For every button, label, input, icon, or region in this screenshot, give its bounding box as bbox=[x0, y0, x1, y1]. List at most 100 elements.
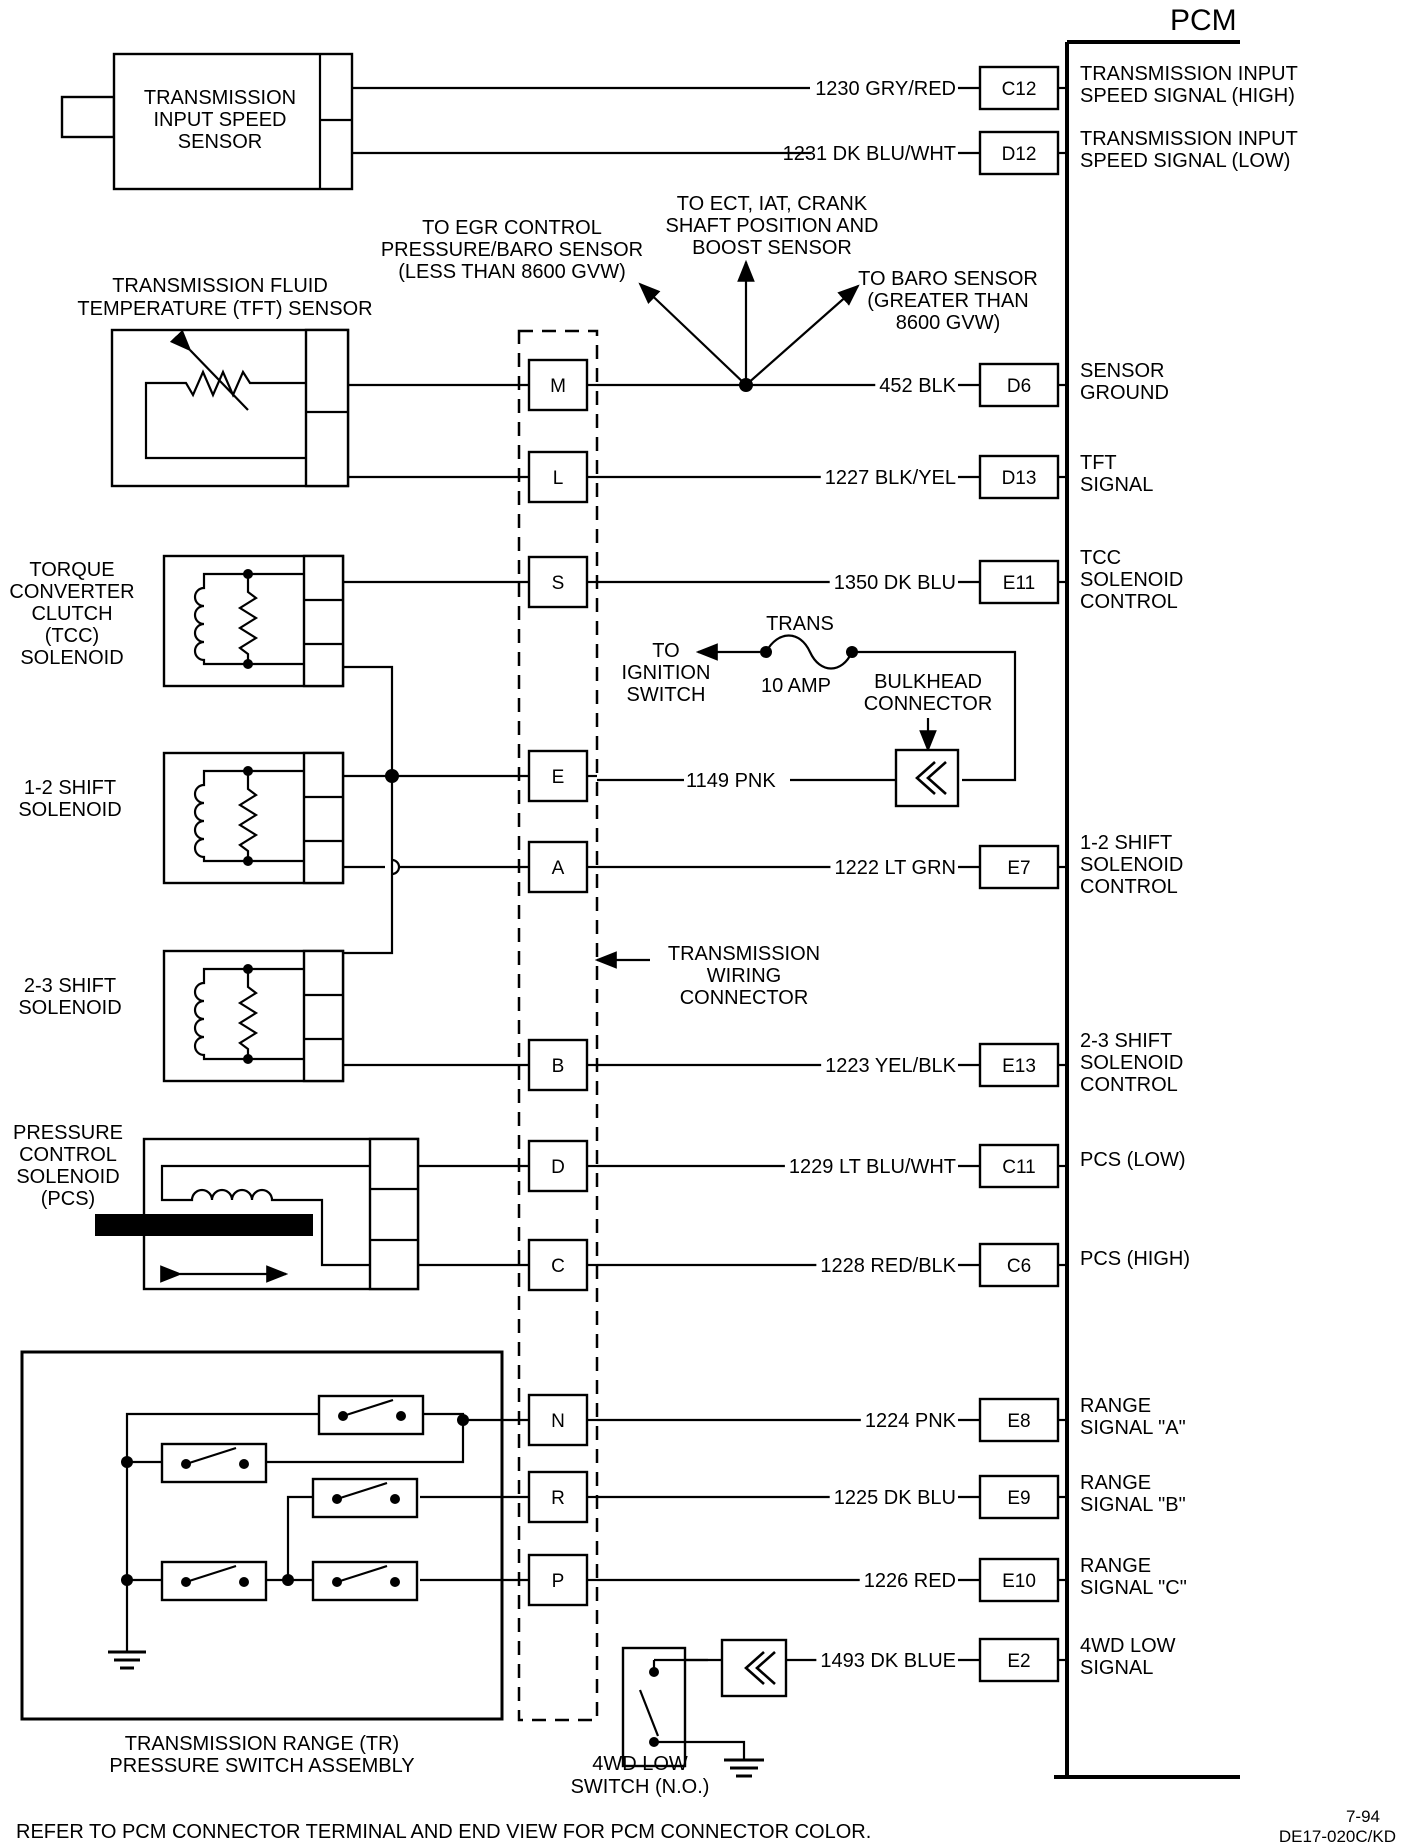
pcm-pin-label: D13 bbox=[1002, 468, 1037, 489]
shift23-label-2: SOLENOID bbox=[18, 997, 121, 1019]
pcm-pin-label: C6 bbox=[1007, 1256, 1031, 1277]
pcm-pin-label: C11 bbox=[1002, 1157, 1035, 1178]
shift-12-solenoid: 1-2 SHIFT SOLENOID bbox=[18, 777, 121, 821]
pcm-pin-label: D6 bbox=[1007, 376, 1031, 397]
footer-code: DE17-020C/KD bbox=[1279, 1827, 1396, 1846]
4wd-low-switch: 4WD LOW SWITCH (N.O.) bbox=[571, 1638, 788, 1798]
connector-pin-label: N bbox=[551, 1411, 565, 1432]
connector-label-3: CONNECTOR bbox=[680, 987, 809, 1009]
power-wire-label: 1149 PNK bbox=[686, 770, 776, 792]
pcm-circuit-desc: SPEED SIGNAL (HIGH) bbox=[1080, 85, 1295, 107]
input-speed-sensor-label-3: SENSOR bbox=[178, 131, 262, 153]
wire-label: 1350 DK BLU bbox=[834, 572, 956, 594]
tcc-label-2: CONVERTER bbox=[9, 581, 134, 603]
pcm-circuit-desc: 4WD LOW bbox=[1080, 1635, 1176, 1657]
connector-label-1: TRANSMISSION bbox=[668, 943, 820, 965]
pcm-circuit-desc: PCS (LOW) bbox=[1080, 1149, 1186, 1171]
pcm-circuit-desc: SIGNAL bbox=[1080, 1657, 1153, 1679]
shift12-label-2: SOLENOID bbox=[18, 799, 121, 821]
connector-pin: B bbox=[527, 1038, 597, 1092]
tcc-label-3: CLUTCH bbox=[31, 603, 112, 625]
connector-pin-label: B bbox=[552, 1056, 565, 1077]
solenoid-symbol bbox=[162, 554, 345, 688]
connector-pin-label: C bbox=[551, 1256, 565, 1277]
pcs-label-4: (PCS) bbox=[41, 1188, 95, 1210]
pcm-circuit-desc: CONTROL bbox=[1080, 1074, 1178, 1096]
4wd-switch-label-1: 4WD LOW bbox=[592, 1753, 688, 1775]
connector-pin: N bbox=[527, 1393, 597, 1447]
pcs-label-2: CONTROL bbox=[19, 1144, 117, 1166]
power-circuit: TRANS 10 AMP TO IGNITION SWITCH BULKHEAD… bbox=[597, 613, 1017, 808]
tcc-label-4: (TCC) bbox=[45, 625, 99, 647]
connector-pin-label: A bbox=[552, 858, 565, 879]
connector-pin-label: M bbox=[550, 376, 566, 397]
pcm-title: PCM bbox=[1170, 4, 1237, 37]
wire-label: 452 BLK bbox=[879, 375, 956, 397]
bulkhead-label-2: CONNECTOR bbox=[864, 693, 993, 715]
pcm-circuit-desc: TRANSMISSION INPUT bbox=[1080, 128, 1298, 150]
pcm-pin-label: E9 bbox=[1007, 1488, 1030, 1509]
tcc-label-1: TORQUE bbox=[29, 559, 114, 581]
tcc-label-5: SOLENOID bbox=[20, 647, 123, 669]
footer-date: 7-94 bbox=[1346, 1807, 1380, 1826]
wire-label: 1223 YEL/BLK bbox=[825, 1055, 957, 1077]
connector-pin-label: R bbox=[551, 1488, 565, 1509]
pcm-circuit-desc: 2-3 SHIFT bbox=[1080, 1030, 1172, 1052]
pcm-circuit-desc: RANGE bbox=[1080, 1395, 1151, 1417]
ect-ref-3: BOOST SENSOR bbox=[692, 237, 852, 259]
pcm-circuit-desc: SOLENOID bbox=[1080, 1052, 1183, 1074]
pcm-pin-label: E2 bbox=[1007, 1651, 1030, 1672]
ignition-label-1: TO bbox=[652, 640, 679, 662]
connector-pin-label: L bbox=[553, 468, 564, 489]
pcm-pin-label: E13 bbox=[1002, 1056, 1036, 1077]
footer-note: REFER TO PCM CONNECTOR TERMINAL AND END … bbox=[16, 1821, 871, 1843]
connector-pin-label: D bbox=[551, 1157, 565, 1178]
pcm-circuit-desc: CONTROL bbox=[1080, 591, 1178, 613]
pcm-circuit-desc: RANGE bbox=[1080, 1472, 1151, 1494]
pcm-circuit-desc: CONTROL bbox=[1080, 876, 1178, 898]
input-speed-sensor: TRANSMISSION INPUT SPEED SENSOR bbox=[60, 52, 812, 191]
wire-label: 1229 LT BLU/WHT bbox=[789, 1156, 956, 1178]
pcm-module: PCM bbox=[1054, 4, 1240, 1779]
solenoid-wiring bbox=[343, 580, 529, 1067]
wire-label: 1224 PNK bbox=[865, 1410, 957, 1432]
pcs-label-3: SOLENOID bbox=[16, 1166, 119, 1188]
solenoid-symbol bbox=[162, 949, 345, 1083]
connector-pin-label: E bbox=[552, 767, 565, 788]
pcs-label-1: PRESSURE bbox=[13, 1122, 123, 1144]
wire-label: 1226 RED bbox=[864, 1570, 956, 1592]
connector-pin: L bbox=[527, 450, 597, 504]
pcm-circuit-desc: PCS (HIGH) bbox=[1080, 1248, 1190, 1270]
fuse-rating: 10 AMP bbox=[761, 675, 831, 697]
pcm-circuit-desc: RANGE bbox=[1080, 1555, 1151, 1577]
ground-references: TO EGR CONTROL PRESSURE/BARO SENSOR (LES… bbox=[381, 193, 1038, 392]
ignition-label-3: SWITCH bbox=[627, 684, 706, 706]
pressure-switch bbox=[160, 1560, 268, 1602]
pcm-pin-label: E11 bbox=[1003, 573, 1035, 594]
pressure-switch bbox=[311, 1477, 419, 1519]
pcm-circuit-desc: SIGNAL "C" bbox=[1080, 1577, 1187, 1599]
egr-ref-2: PRESSURE/BARO SENSOR bbox=[381, 239, 643, 261]
ect-ref-2: SHAFT POSITION AND bbox=[666, 215, 879, 237]
solenoid-symbol bbox=[162, 751, 345, 885]
solenoid-symbols bbox=[162, 554, 345, 1083]
pcm-circuit-desc: SIGNAL "B" bbox=[1080, 1494, 1186, 1516]
connector-pin: R bbox=[527, 1470, 597, 1524]
shift12-label-1: 1-2 SHIFT bbox=[24, 777, 116, 799]
tr-switch-assembly: TRANSMISSION RANGE (TR) PRESSURE SWITCH … bbox=[20, 1350, 529, 1777]
connector-pin-label: S bbox=[552, 573, 565, 594]
pcm-circuit-desc: SIGNAL bbox=[1080, 474, 1153, 496]
pressure-switch bbox=[160, 1442, 268, 1484]
wire-label: 1222 LT GRN bbox=[834, 857, 956, 879]
pcm-circuit-desc: SOLENOID bbox=[1080, 854, 1183, 876]
